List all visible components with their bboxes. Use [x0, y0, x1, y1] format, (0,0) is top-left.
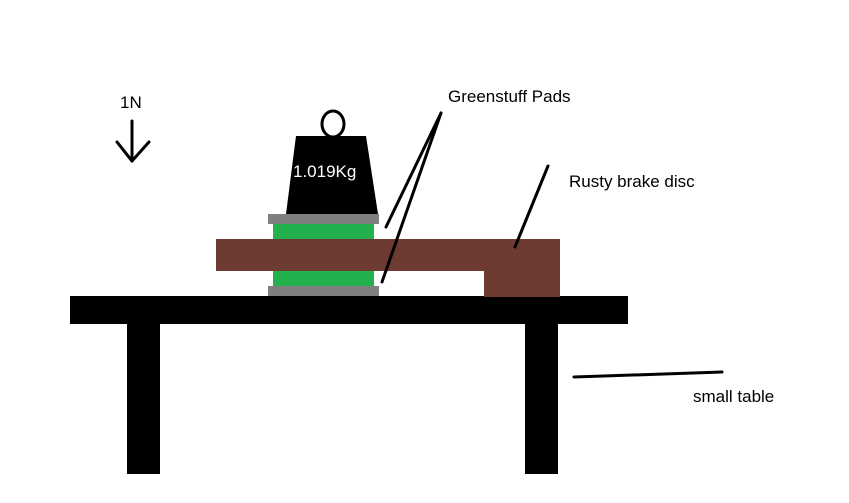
pad-stack — [268, 214, 379, 296]
pad-top — [273, 224, 374, 239]
weight-body — [286, 136, 378, 214]
pads-leader-bottom — [380, 111, 443, 284]
table-leader — [572, 370, 724, 379]
backing-plate-top — [268, 214, 379, 224]
small-table — [70, 296, 628, 474]
leader-lines — [380, 111, 724, 379]
disc-leader — [513, 164, 550, 249]
backing-plate-bottom — [268, 286, 379, 296]
force-label: 1N — [120, 93, 142, 112]
force-indicator: 1N — [115, 93, 151, 163]
disc-label: Rusty brake disc — [569, 172, 695, 191]
pad-bottom — [273, 271, 374, 286]
weight-handle — [320, 109, 346, 139]
pads-leader-top — [384, 111, 443, 229]
weight-label: 1.019Kg — [293, 162, 356, 181]
table-leg-left — [127, 324, 160, 474]
table-label: small table — [693, 387, 774, 406]
table-top — [70, 296, 628, 324]
down-arrow-icon — [115, 119, 151, 163]
disc-block — [484, 239, 560, 297]
pads-label: Greenstuff Pads — [448, 87, 571, 106]
weight: 1.019Kg — [286, 109, 378, 214]
table-leg-right — [525, 324, 558, 474]
